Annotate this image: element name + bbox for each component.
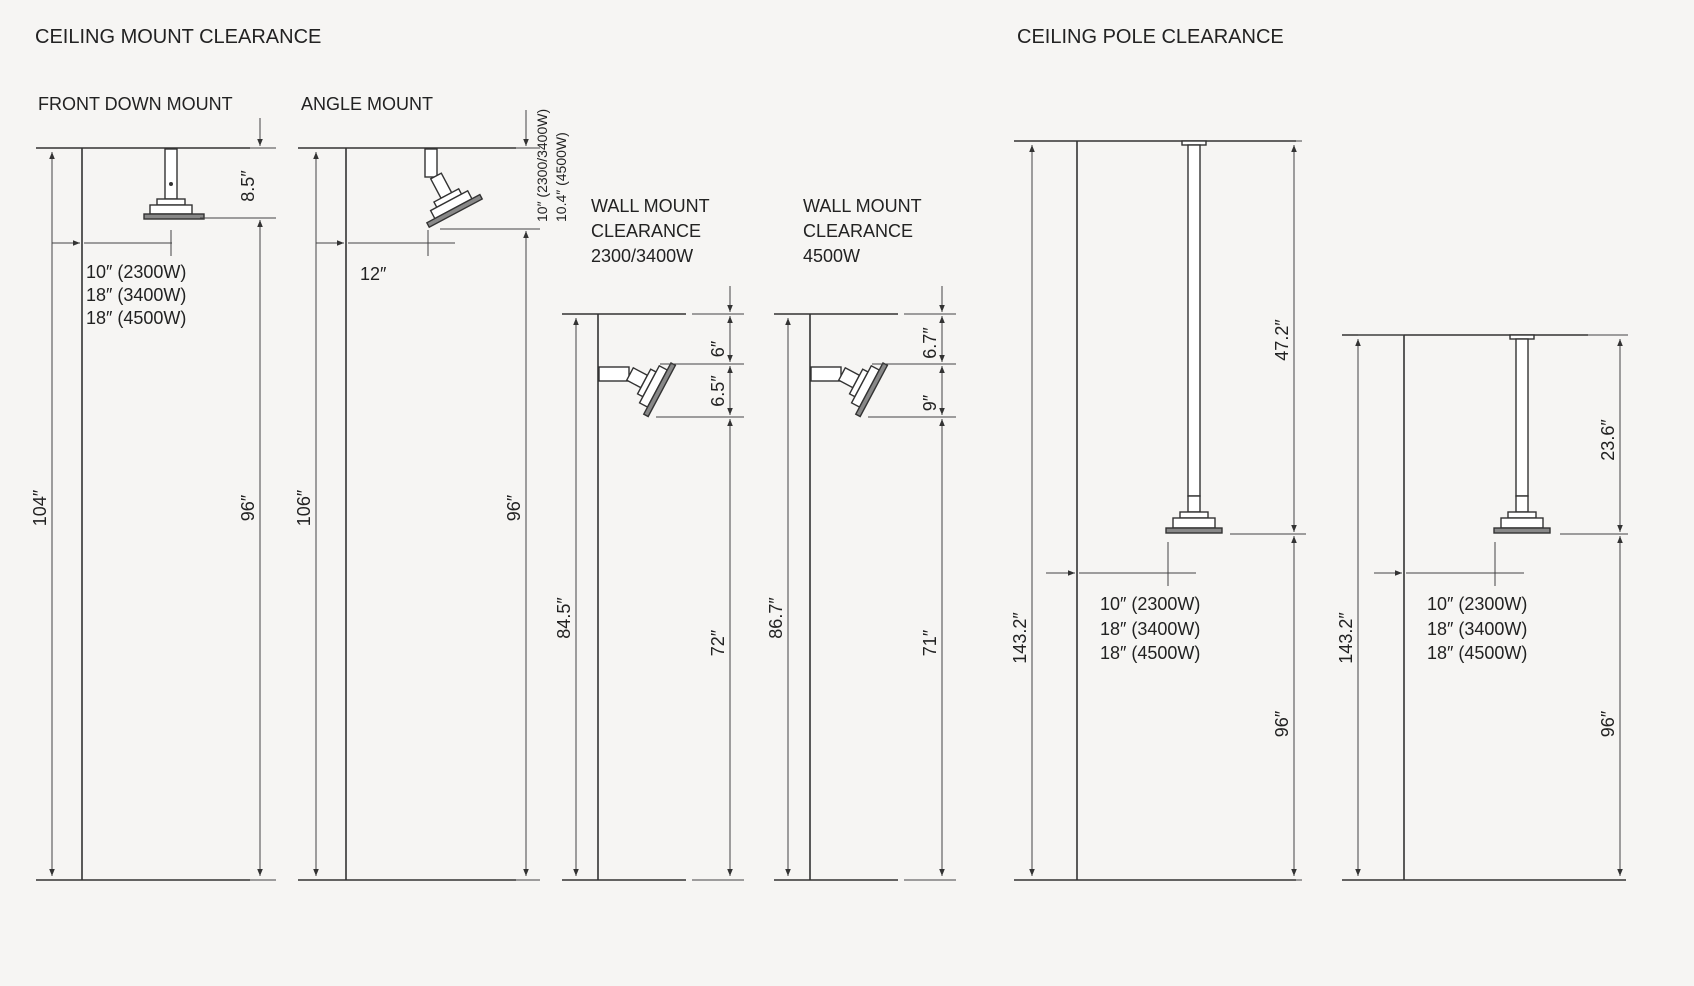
pole-long-diagram: 143.2″ 47.2″ 96″ 10″ (2300W) 18″ (3400W)… (1010, 140, 1306, 881)
wall-4500-overall-label: 86.7″ (766, 597, 786, 639)
wall-mount-4500-diagram: WALL MOUNT CLEARANCE 4500W 86.7″ 6.7″ 9″… (766, 196, 956, 881)
front-down-side-1: 10″ (2300W) (86, 262, 186, 282)
angle-floor-label: 96″ (504, 494, 524, 521)
wall-4500-title-3: 4500W (803, 246, 860, 266)
front-down-floor-label: 96″ (238, 494, 258, 521)
front-down-title: FRONT DOWN MOUNT (38, 94, 233, 114)
pole-short-heater (1493, 334, 1551, 534)
wall-2300-title-1: WALL MOUNT (591, 196, 710, 216)
pole-long-overall-label: 143.2″ (1010, 612, 1030, 664)
wall-2300-top-label: 6″ (708, 340, 728, 357)
pole-short-floor-label: 96″ (1598, 710, 1618, 737)
pole-long-pole-label: 47.2″ (1272, 319, 1292, 361)
wall-2300-heater (598, 362, 677, 418)
pole-short-pole-label: 23.6″ (1598, 419, 1618, 461)
wall-4500-heater-label: 9″ (920, 394, 940, 411)
wall-2300-floor-label: 72″ (708, 629, 728, 656)
wall-mount-2300-diagram: WALL MOUNT CLEARANCE 2300/3400W 84.5″ 6″… (554, 196, 744, 881)
angle-overall-label: 106″ (294, 489, 314, 526)
ceiling-mount-title: CEILING MOUNT CLEARANCE (35, 26, 321, 48)
pole-short-side-1: 10″ (2300W) (1427, 594, 1527, 614)
angle-top-label-a: 10″ (2300/3400W) (534, 109, 550, 222)
pole-long-floor-label: 96″ (1272, 710, 1292, 737)
pole-short-diagram: 143.2″ 23.6″ 96″ 10″ (2300W) 18″ (3400W)… (1336, 334, 1628, 881)
ceiling-pole-title: CEILING POLE CLEARANCE (1017, 26, 1284, 48)
wall-4500-floor-label: 71″ (920, 629, 940, 656)
wall-4500-heater (810, 362, 889, 418)
pole-long-side-1: 10″ (2300W) (1100, 594, 1200, 614)
angle-side-label: 12″ (360, 264, 387, 284)
angle-top-label-b: 10.4″ (4500W) (553, 132, 569, 222)
angle-mount-title: ANGLE MOUNT (301, 94, 433, 114)
wall-4500-title-1: WALL MOUNT (803, 196, 922, 216)
wall-2300-title-3: 2300/3400W (591, 246, 693, 266)
pole-short-side-3: 18″ (4500W) (1427, 643, 1527, 663)
pole-long-side-2: 18″ (3400W) (1100, 619, 1200, 639)
angle-heater (424, 148, 484, 229)
front-down-side-3: 18″ (4500W) (86, 308, 186, 328)
front-down-heater (143, 148, 205, 220)
pole-long-side-3: 18″ (4500W) (1100, 643, 1200, 663)
pole-long-heater (1165, 140, 1223, 534)
front-down-top-label: 8.5″ (238, 170, 258, 202)
wall-4500-title-2: CLEARANCE (803, 221, 913, 241)
wall-4500-top-label: 6.7″ (920, 327, 940, 359)
front-down-overall-label: 104″ (30, 489, 50, 526)
pole-short-side-2: 18″ (3400W) (1427, 619, 1527, 639)
pole-short-overall-label: 143.2″ (1336, 612, 1356, 664)
wall-2300-heater-label: 6.5″ (708, 375, 728, 407)
angle-mount-diagram: ANGLE MOUNT 106″ 10″ (2300/3400W) 10.4″ … (294, 94, 569, 881)
front-down-mount-diagram: FRONT DOWN MOUNT 104″ 8.5″ 96″ 10″ (2300… (30, 94, 276, 881)
wall-2300-overall-label: 84.5″ (554, 597, 574, 639)
wall-2300-title-2: CLEARANCE (591, 221, 701, 241)
front-down-side-2: 18″ (3400W) (86, 285, 186, 305)
